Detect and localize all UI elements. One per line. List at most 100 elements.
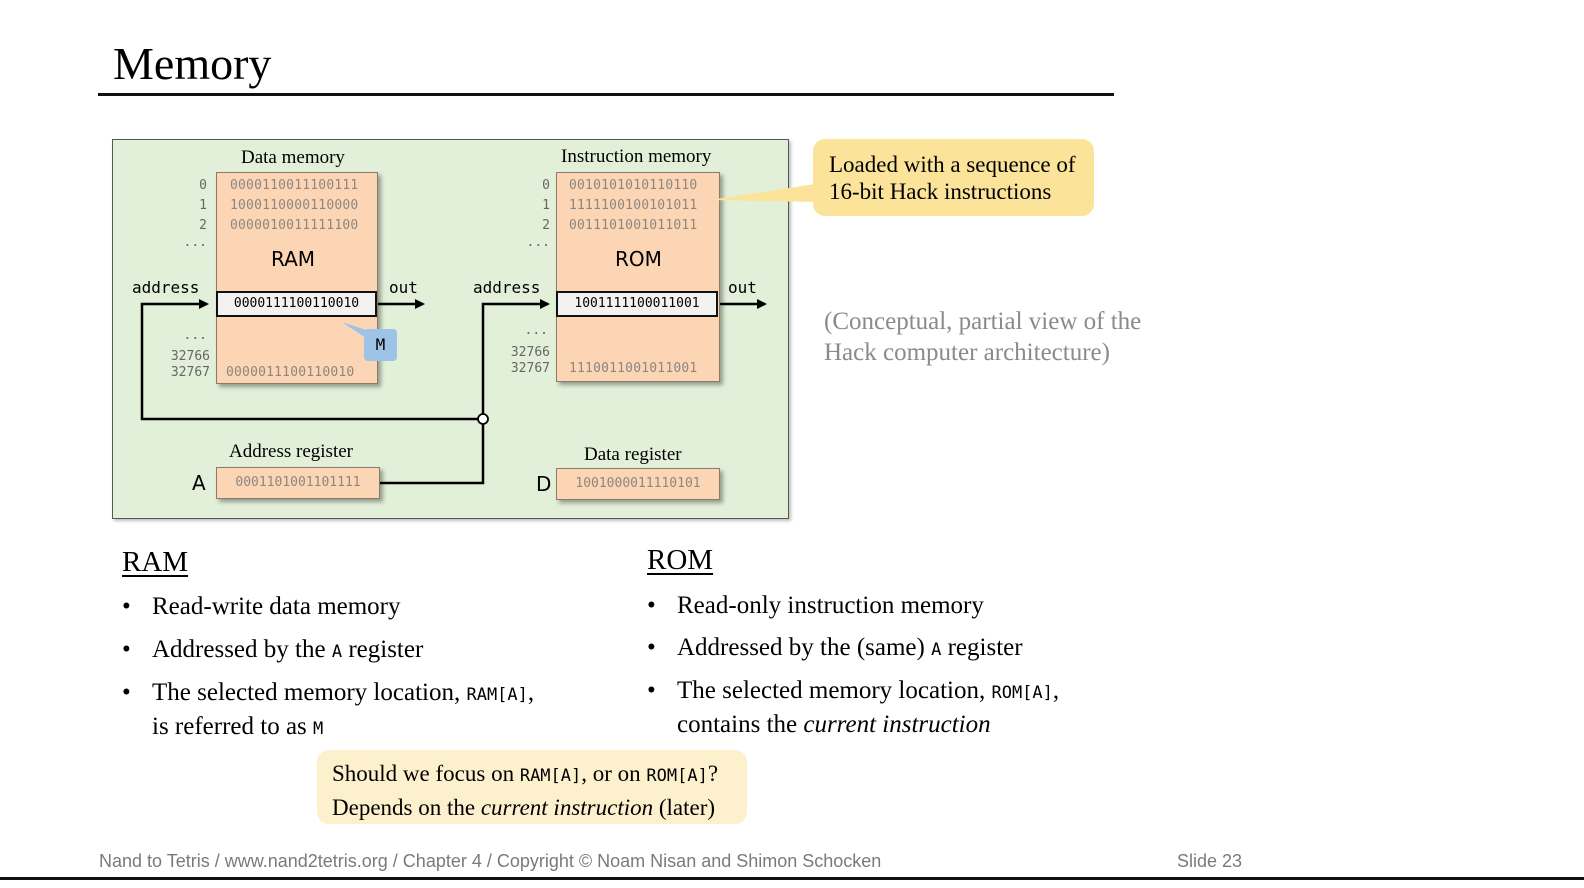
footer-credits: Nand to Tetris / www.nand2tetris.org / C… [99,851,882,871]
rom-chip [556,172,720,382]
bullet-glyph: • [122,636,131,663]
rom-label: ROM [615,247,662,271]
bullet-text: Read-only instruction memory [677,592,984,619]
rom-callout: Loaded with a sequence of 16-bit Hack in… [813,139,1094,216]
rom-callout-line: Loaded with a sequence of [829,152,1076,177]
architecture-diagram: Data memory 0 1 2 ... 0000110011100111 1… [112,139,789,519]
bullet-glyph: • [647,634,656,661]
data-register-caption: Data register [584,444,682,465]
rom-callout-line: 16-bit Hack instructions [829,179,1052,204]
rom-index: 2 [542,218,550,233]
rom-word: 0010101010110110 [569,178,698,193]
d-register-name: D [536,472,552,496]
text: is referred to as [152,713,314,740]
bullet-glyph: • [647,592,656,619]
rom-callout-pointer [710,184,815,202]
text: ? [707,761,719,786]
rom-address-label: address [473,278,541,297]
data-memory-caption: Data memory [241,147,345,168]
ram-word: 0000010011111100 [230,218,359,233]
ram-ellipsis: ... [183,235,207,250]
rom-index: 1 [542,198,550,213]
ram-index: 0 [199,178,207,193]
ram-word: 1000110000110000 [230,198,359,213]
ram-ellipsis: ... [183,328,207,343]
text: Should we focus on [332,761,520,786]
rom-section-title: ROM [647,544,714,576]
rom-index: 32767 [510,361,550,376]
bullet-text: Addressed by the (same) A register [677,632,1023,666]
rom-ellipsis: ... [526,235,550,250]
a-register-wire [378,299,550,485]
bullet-glyph: • [647,677,656,704]
bullet-text: Read-write data memory [152,593,401,620]
bottom-rule [0,877,1584,880]
bullet-text: The selected memory location, RAM[A], is … [152,677,534,745]
ram-address-label: address [132,278,200,297]
ram-section-title: RAM [122,546,189,578]
ram-index: 2 [199,218,207,233]
note-line: (Conceptual, partial view of the [824,308,1142,335]
code-ram-a: RAM[A] [519,766,582,786]
ram-chip [216,172,378,384]
rom-word: 1111100100101011 [569,198,698,213]
m-tag-pointer [342,322,366,338]
focus-callout: Should we focus on RAM[A], or on ROM[A]?… [317,750,747,824]
text: register [941,634,1023,661]
text: contains the [677,711,804,738]
ram-bullet: • Addressed by the A register [122,634,602,665]
rom-ellipsis: ... [524,323,548,338]
ram-word: 0000011100110010 [226,365,355,380]
ram-bullet: • The selected memory location, RAM[A], i… [122,677,602,740]
d-register: 1001000011110101 [556,468,720,500]
rom-index: 32766 [510,345,550,360]
code-a: A [331,642,343,662]
text: , or on [581,761,647,786]
ram-bullet: • Read-write data memory [122,591,602,622]
text: , [527,679,535,706]
callout-line: Depends on the current instruction (late… [332,792,747,823]
wiring [140,299,767,485]
text: Addressed by the (same) [677,634,932,661]
ram-index: 1 [199,198,207,213]
text: The selected memory location, [152,679,467,706]
note-line: Hack computer architecture) [824,339,1110,366]
rom-bullet: • Read-only instruction memory [647,590,1127,621]
wire-junction [477,413,489,425]
rom-bullet: • Addressed by the (same) A register [647,632,1127,663]
slide-number: Slide 23 [1177,851,1243,871]
code-rom-a: ROM[A] [646,766,708,786]
a-register: 0001101001101111 [216,467,380,499]
title-underline [98,93,1114,96]
bullet-text: Addressed by the A register [152,634,423,668]
ram-selected-register: 0000111100110010 [216,291,377,317]
text: The selected memory location, [677,677,992,704]
emphasis: current instruction [803,711,991,738]
rom-word: 1110011001011001 [569,361,698,376]
code-ram-a: RAM[A] [466,685,528,705]
text: Addressed by the [152,636,332,663]
code-m: M [313,719,324,739]
text: , [1052,677,1060,704]
rom-selected-register: 1001111100011001 [556,291,718,317]
conceptual-note: (Conceptual, partial view of the Hack co… [824,306,1141,368]
code-a: A [931,640,942,660]
code-rom-a: ROM[A] [991,683,1053,703]
ram-out-label: out [389,278,418,297]
callout-line: Should we focus on RAM[A], or on ROM[A]? [332,758,747,792]
ram-index: 32767 [170,365,210,380]
bullet-text: The selected memory location, ROM[A], con… [677,675,1059,740]
ram-index: 32766 [170,349,210,364]
ram-label: RAM [271,247,316,271]
bullet-glyph: • [122,593,131,620]
bullet-glyph: • [122,679,131,706]
rom-out-label: out [728,278,757,297]
address-register-caption: Address register [229,441,353,462]
text: Depends on the [332,795,481,820]
text: register [342,636,424,663]
slide-title: Memory [113,38,272,89]
emphasis: current instruction [480,795,654,820]
rom-index: 0 [542,178,550,193]
ram-word: 0000110011100111 [230,178,359,193]
m-tag: M [364,329,397,361]
